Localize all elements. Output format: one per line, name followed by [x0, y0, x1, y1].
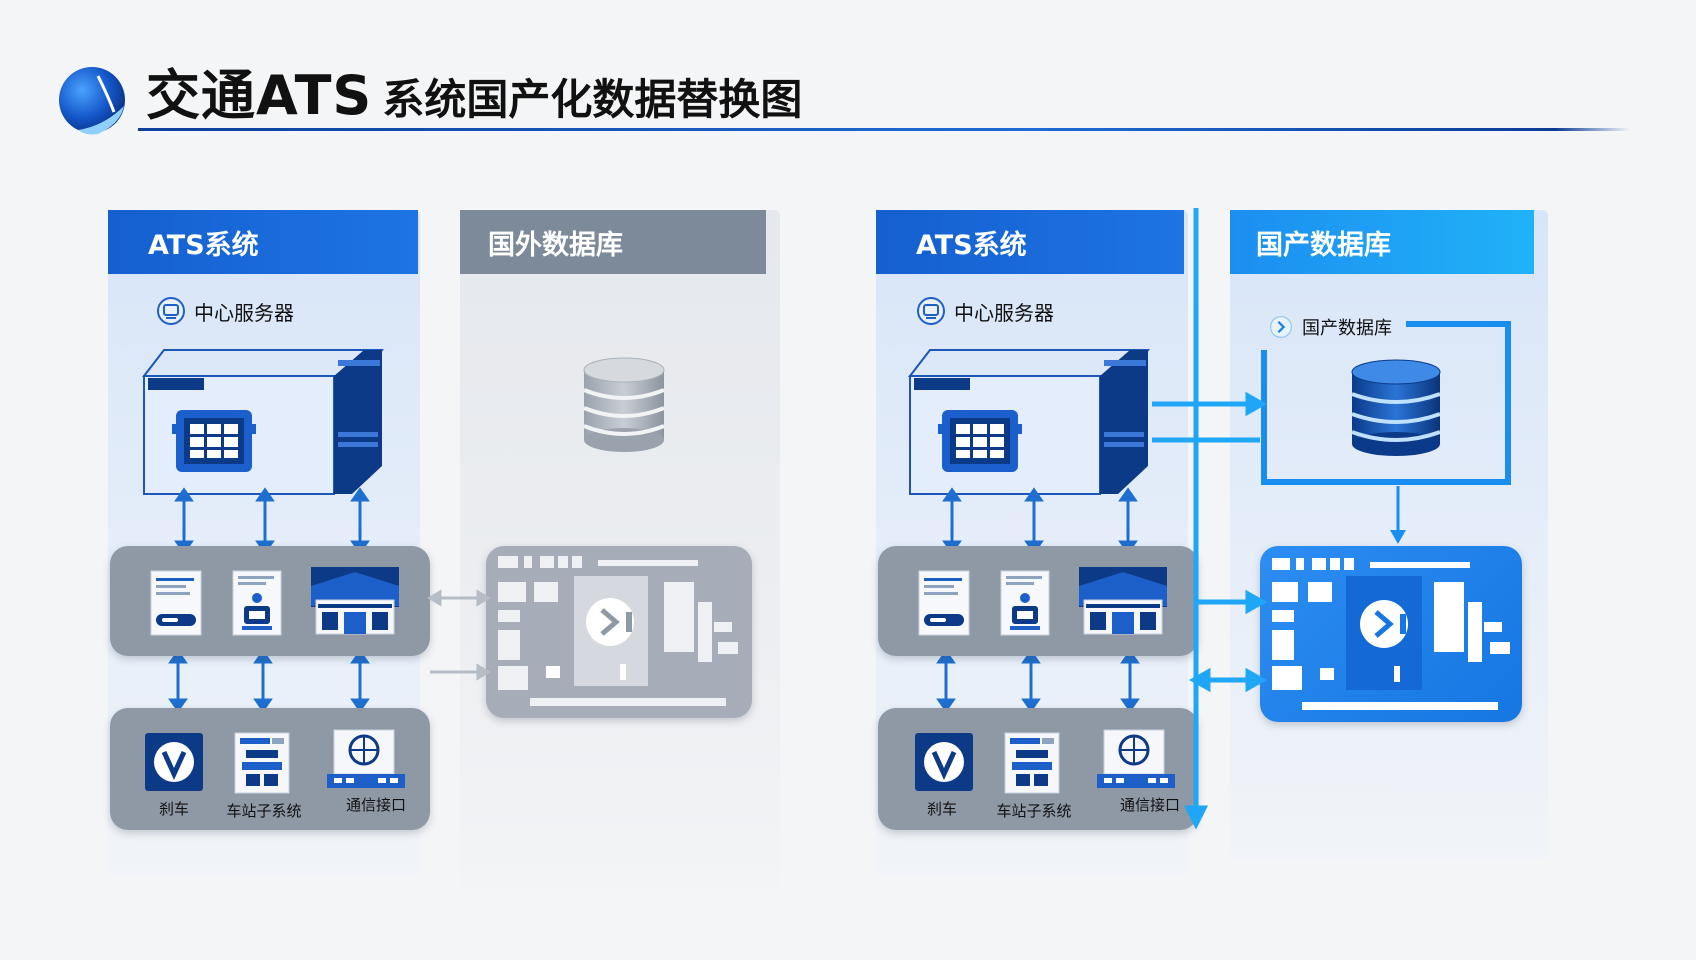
right-label-brake: 刹车	[926, 800, 957, 818]
left-server-label-text: 中心服务器	[194, 300, 294, 325]
document-icon	[918, 570, 970, 636]
domestic-db-header: 国产数据库	[1230, 210, 1534, 274]
robot-icon	[1000, 570, 1050, 636]
network-icon	[1004, 732, 1060, 794]
station-building-icon	[311, 567, 399, 635]
title-rest: 系统国产化数据替换图	[382, 75, 803, 124]
v-badge-icon	[915, 733, 973, 791]
play-chevron-icon	[1269, 315, 1293, 339]
right-label-comm-interface: 通信接口	[1119, 796, 1180, 814]
right-server-label-text: 中心服务器	[954, 300, 1054, 325]
left-server-illustration	[141, 349, 384, 495]
domestic-db-label-text: 国产数据库	[1302, 318, 1392, 339]
left-label-station-subsystem: 车站子系统	[226, 802, 302, 820]
left-server-label: 中心服务器	[156, 296, 294, 326]
domestic-db-frame	[1261, 321, 1511, 485]
right-server-label: 中心服务器	[916, 296, 1054, 326]
right-label-station-subsystem: 车站子系统	[996, 802, 1072, 820]
grid-module-icon	[172, 410, 256, 472]
station-building-icon	[1079, 567, 1167, 635]
database-icon	[1351, 359, 1441, 456]
title-rule	[138, 128, 1630, 131]
title-strong: 交通ATS	[146, 64, 373, 127]
server-icon	[917, 297, 945, 325]
robot-icon	[232, 570, 282, 636]
database-icon	[583, 357, 665, 452]
db-down-arrow	[1390, 486, 1406, 544]
logo-icon	[59, 67, 125, 135]
server-icon	[157, 297, 185, 325]
foreign-app-screen	[498, 556, 738, 706]
domestic-connectors	[1152, 208, 1268, 830]
foreign-db-header: 国外数据库	[460, 210, 766, 274]
domestic-db-label: 国产数据库	[1268, 314, 1392, 340]
v-badge-icon	[145, 733, 203, 791]
domestic-app-screen	[1272, 558, 1510, 710]
grid-module-icon	[938, 410, 1022, 472]
globe-icon	[1097, 729, 1175, 788]
foreign-connectors	[427, 589, 491, 681]
globe-icon	[327, 729, 405, 788]
right-server-illustration	[907, 349, 1150, 495]
right-ats-header: ATS系统	[876, 210, 1184, 274]
network-icon	[234, 732, 290, 794]
left-ats-header: ATS系统	[108, 210, 418, 274]
document-icon	[150, 570, 202, 636]
left-label-brake: 刹车	[158, 800, 189, 818]
left-label-comm-interface: 通信接口	[345, 796, 406, 814]
